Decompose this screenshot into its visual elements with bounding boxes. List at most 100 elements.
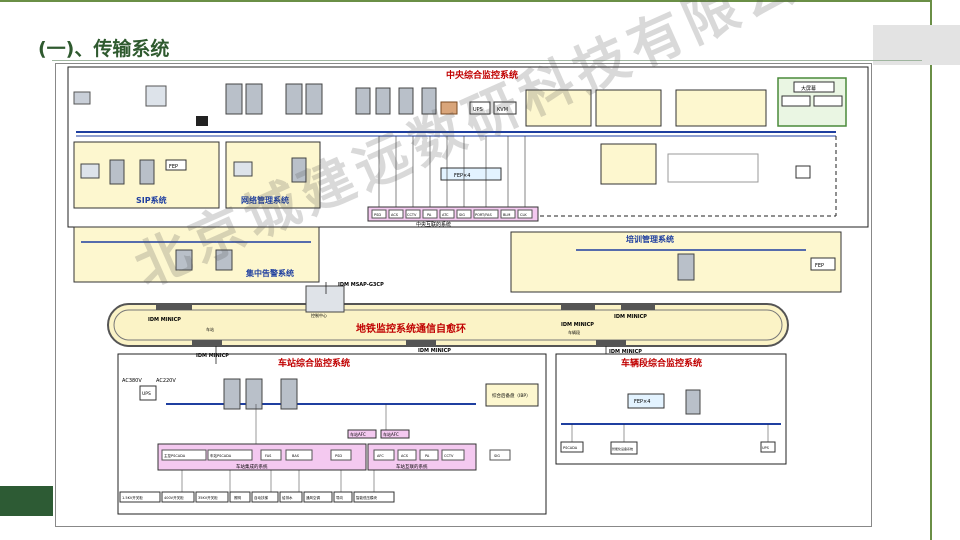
station-ac220: AC220V	[156, 378, 176, 384]
ring-node-1	[156, 304, 192, 310]
workstation-group-1	[525, 89, 592, 127]
st-box-0: 主控PSCADA	[164, 453, 186, 458]
ring-node-2-label: IDM MINICP	[196, 353, 229, 359]
central-subsystem-cells	[371, 209, 533, 219]
big-screen-box	[793, 81, 835, 93]
st-box-7: PA	[425, 454, 430, 458]
st-bottom-0: 1.5KV开关柜	[122, 495, 143, 500]
central-system-title: 中央综合监控系统	[446, 69, 518, 81]
depot-system-box	[555, 353, 787, 465]
subsys-atc: ATC	[442, 213, 449, 217]
st-box-8: CCTV	[444, 454, 454, 458]
central-kvm-box	[493, 101, 517, 115]
sip-fep-box	[165, 159, 187, 171]
training-system-title: 培训管理系统	[626, 234, 674, 244]
st-bottom-2: 35KV开关柜	[198, 495, 218, 500]
nms-title: 网络管理系统	[241, 195, 289, 205]
station-system-title: 车站综合监控系统	[278, 357, 350, 369]
ring-title: 地铁监控系统通信自愈环	[356, 322, 466, 335]
subsys-pa: PA	[427, 213, 432, 217]
depot-pscada-label: PSCADA	[563, 446, 578, 450]
training-system-box	[510, 231, 842, 293]
firewall-icon	[440, 101, 458, 115]
st-bottom-5: 给排水	[282, 495, 293, 500]
central-backbone-label: 中央互联的系统	[416, 221, 451, 228]
sip-fep-label: FEP	[169, 164, 178, 170]
diagram-frame: 中央综合监控系统 UPS KVM 大屏幕 SIP系统 FEP 网络管理系统	[55, 63, 872, 527]
corner-decoration	[873, 25, 960, 65]
training-fep-box	[810, 257, 836, 271]
alarm-system-title: 集中告警系统	[245, 268, 294, 278]
station-bottom-items	[119, 491, 395, 503]
central-ups-small	[795, 165, 811, 179]
station-ibp-box	[485, 383, 539, 407]
st-box-2: FAS	[265, 454, 272, 458]
central-ups-label: UPS	[473, 107, 483, 113]
depot-wiring	[571, 424, 769, 442]
st-box-4: PSD	[335, 454, 342, 458]
station-afc-2-label: 车站AFC	[383, 431, 399, 437]
network-diagram: 中央综合监控系统 UPS KVM 大屏幕 SIP系统 FEP 网络管理系统	[67, 66, 869, 515]
central-kvm-label: KVM	[497, 107, 508, 113]
station-afc-1-label: 车站AFC	[350, 431, 366, 437]
subsys-cctv: CCTV	[407, 213, 417, 217]
central-servers-top	[73, 83, 437, 126]
ring-depot-label: 车辆段	[568, 329, 580, 335]
st-box-5: AFC	[377, 454, 384, 458]
station-afc-1	[347, 429, 377, 439]
station-subsystem-cells	[161, 449, 511, 461]
sip-system-title: SIP系统	[136, 195, 167, 205]
ring-station-label: 车站	[206, 326, 214, 332]
ring-node-4-label: IDM MINICP	[561, 322, 594, 328]
st-box-6: ACS	[401, 454, 409, 458]
subsys-acs: ACS	[391, 213, 399, 217]
station-wiring	[181, 404, 387, 492]
ring-node-6	[596, 340, 626, 346]
subsys-sig: SIG	[459, 213, 465, 217]
ring-node-5	[621, 304, 655, 310]
ring-node-3-label: IDM MINICP	[418, 348, 451, 354]
central-drop-lines	[378, 136, 526, 207]
title-underline	[52, 60, 922, 61]
station-ups-label: UPS	[142, 391, 151, 397]
st-bottom-4: 自动扶梯	[254, 495, 268, 500]
station-net-label: 车站集成的系统	[236, 463, 268, 470]
slide-title: (一)、传输系统	[38, 38, 170, 60]
subsys-blm: BLM	[503, 213, 510, 217]
central-fep4-box	[440, 167, 502, 181]
st-bottom-7: 导向	[336, 495, 344, 500]
training-fep-label: FEP	[815, 263, 824, 269]
st-bottom-1: 400V开关柜	[164, 495, 184, 500]
ops-workstation-box	[600, 143, 657, 185]
station-ups-box	[139, 385, 157, 401]
depot-ups-label: UPS	[762, 446, 770, 450]
ring-main-node-label: IDM MSAP-G3CP	[338, 282, 384, 288]
workstation-group-2	[595, 89, 662, 127]
central-system-box	[67, 66, 869, 228]
ring-main-node	[305, 285, 345, 313]
st-box-3: BAS	[292, 454, 300, 458]
st-bottom-6: 通风空调	[306, 495, 320, 500]
workstation-group-3	[675, 89, 767, 127]
central-fep4-label: FEP×4	[454, 173, 470, 179]
ring-node-5-label: IDM MINICP	[614, 314, 647, 320]
station-net-label-2: 车站互联的系统	[396, 463, 428, 470]
subsys-portfas: PORT/FAS	[475, 213, 492, 217]
ring-node-6-label: IDM MINICP	[609, 349, 642, 355]
printers-group	[667, 153, 759, 183]
depot-smart-label: 智能化设备系统	[612, 446, 633, 451]
ring-node-2	[192, 340, 222, 346]
top-accent-bar	[0, 0, 930, 2]
ring-links	[215, 282, 607, 364]
st-box-9: SIG	[494, 454, 500, 458]
st-bottom-3: 照明	[234, 496, 241, 500]
big-screen-label: 大屏幕	[801, 85, 816, 92]
station-afc-2	[380, 429, 410, 439]
alarm-system-box	[73, 226, 320, 283]
station-system-box	[117, 353, 547, 515]
subsys-psd: PSD	[374, 213, 381, 217]
station-ibp-label: 综合后备盘（IBP）	[492, 392, 531, 399]
st-box-1: 车站PSCADA	[210, 453, 232, 458]
st-bottom-8: 智能低压模块	[356, 495, 377, 500]
subsys-clk: CLK	[520, 213, 527, 217]
